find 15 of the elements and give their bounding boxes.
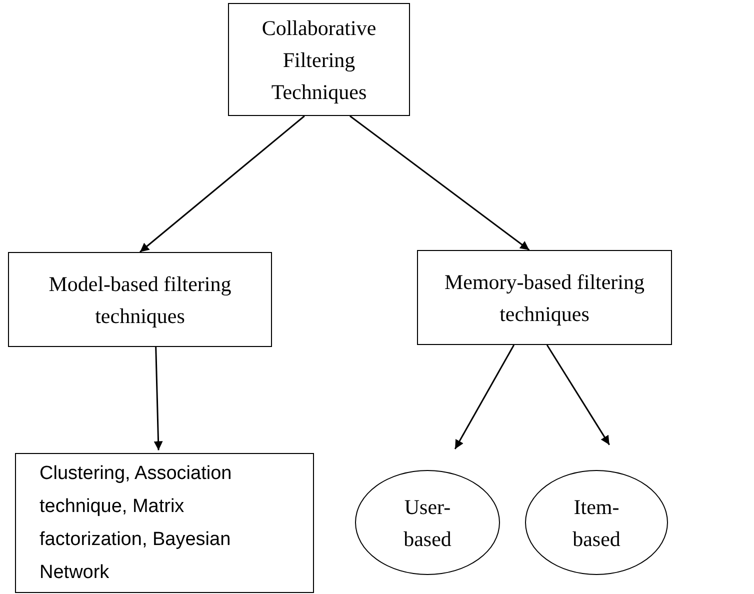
node-text: User- based: [402, 494, 452, 552]
process-box: [417, 250, 672, 345]
arrow: [350, 115, 530, 251]
node-text: Collaborative Filtering Techniques: [260, 14, 378, 106]
arrow: [546, 344, 610, 446]
node-text: Item- based: [572, 494, 622, 552]
node-text: Clustering, Association technique, Matrix factorization, Bayesian Network: [38, 462, 233, 585]
process-box: [228, 3, 410, 116]
process-box: [8, 252, 272, 347]
node-text: Memory-based filtering techniques: [443, 268, 646, 328]
node-text: Model-based filtering techniques: [48, 270, 232, 330]
arrow: [454, 344, 515, 450]
process-box: [15, 453, 314, 593]
arrow: [140, 115, 305, 253]
arrow: [154, 346, 163, 450]
